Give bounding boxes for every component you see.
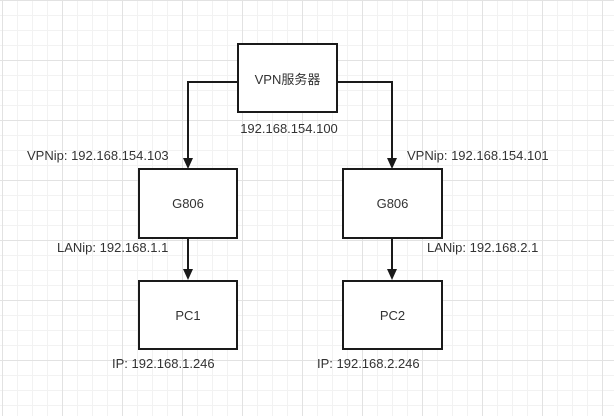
gateway-left-node[interactable]: G806 [138, 168, 238, 239]
arrowhead-down-icon [183, 269, 193, 280]
gateway-right-node[interactable]: G806 [342, 168, 443, 239]
vpn-server-ip-label[interactable]: 192.168.154.100 [240, 121, 338, 136]
vpn-server-node[interactable]: VPN服务器 [237, 43, 338, 113]
pc2-ip-label[interactable]: IP: 192.168.2.246 [317, 356, 420, 371]
connector-vpn-to-gateway-right[interactable] [338, 81, 397, 169]
vpnip-left-label[interactable]: VPNip: 192.168.154.103 [27, 148, 169, 163]
connector-gateway-left-to-pc1[interactable] [183, 239, 193, 280]
pc1-node[interactable]: PC1 [138, 280, 238, 350]
pc2-node[interactable]: PC2 [342, 280, 443, 350]
pc2-label: PC2 [379, 307, 406, 323]
gateway-left-label: G806 [172, 196, 204, 211]
lanip-left-label[interactable]: LANip: 192.168.1.1 [57, 240, 169, 255]
pc1-label: PC1 [175, 307, 201, 323]
lanip-right-label[interactable]: LANip: 192.168.2.1 [427, 240, 539, 255]
vpn-server-label: VPN服务器 [254, 71, 321, 87]
pc1-ip-label[interactable]: IP: 192.168.1.246 [112, 356, 215, 371]
gateway-right-label: G806 [376, 196, 409, 211]
vpnip-right-label[interactable]: VPNip: 192.168.154.101 [407, 148, 549, 163]
connector-gateway-right-to-pc2[interactable] [387, 239, 397, 280]
arrowhead-down-icon [387, 269, 397, 280]
connector-vpn-to-gateway-left[interactable] [183, 81, 237, 169]
